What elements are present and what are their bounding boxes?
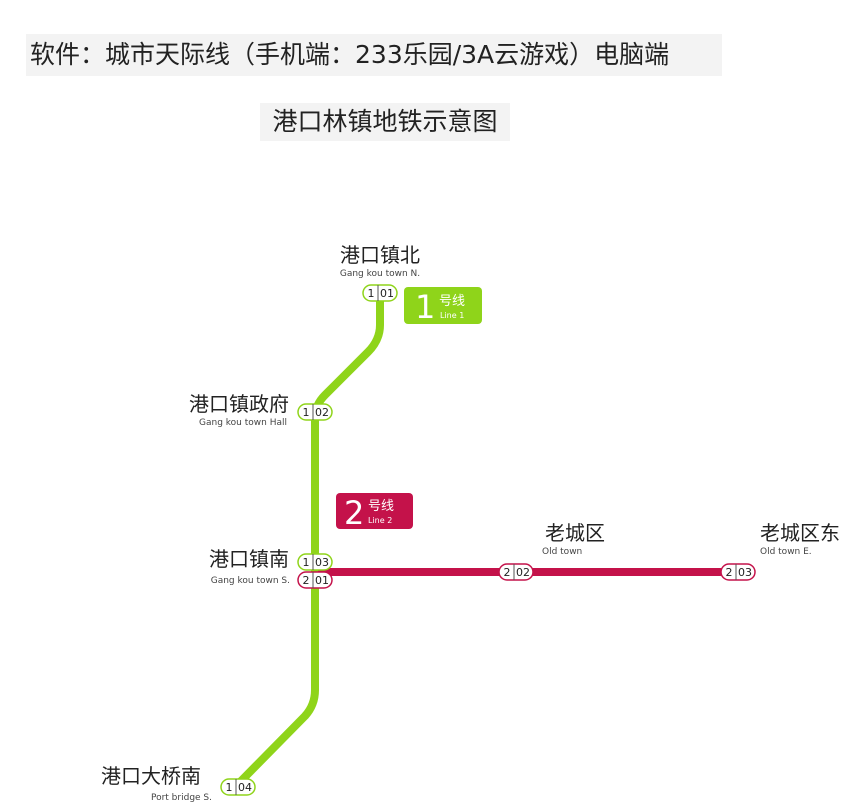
line-2-name-en: Line 2 bbox=[368, 516, 392, 525]
station-code-pill: 1 03 bbox=[297, 553, 333, 571]
station-number: 04 bbox=[238, 781, 252, 794]
line-number: 2 bbox=[303, 574, 310, 587]
line-number: 2 bbox=[504, 566, 511, 579]
station-code-pill: 1 02 bbox=[297, 403, 333, 421]
line-number: 1 bbox=[226, 781, 233, 794]
station-number: 01 bbox=[380, 287, 394, 300]
svg-text:港口镇政府: 港口镇政府 bbox=[189, 392, 289, 416]
station-number: 03 bbox=[738, 566, 752, 579]
map-title: 港口林镇地铁示意图 bbox=[260, 103, 510, 141]
line-2-badge: 2 号线 Line 2 bbox=[336, 493, 413, 532]
svg-text:Port bridge S.: Port bridge S. bbox=[151, 793, 212, 803]
station-code-pill: 1 01 bbox=[362, 284, 398, 302]
station-number: 01 bbox=[315, 574, 329, 587]
station-code-pill: 2 02 bbox=[498, 563, 534, 581]
station-port-bridge-south[interactable]: 港口大桥南 Port bridge S. bbox=[101, 764, 212, 803]
station-code-pill: 2 03 bbox=[720, 563, 756, 581]
station-code-pill: 1 04 bbox=[220, 778, 256, 796]
station-gangkou-hall[interactable]: 港口镇政府 Gang kou town Hall bbox=[189, 392, 289, 428]
svg-text:Old town E.: Old town E. bbox=[760, 547, 812, 557]
svg-text:Gang kou town N.: Gang kou town N. bbox=[340, 269, 420, 279]
line-number: 2 bbox=[726, 566, 733, 579]
station-old-town-east[interactable]: 老城区东 Old town E. bbox=[760, 521, 840, 557]
line-2-number: 2 bbox=[344, 494, 364, 532]
svg-text:Gang kou town Hall: Gang kou town Hall bbox=[199, 418, 287, 428]
station-gangkou-north[interactable]: 港口镇北 Gang kou town N. bbox=[340, 243, 420, 279]
svg-text:老城区: 老城区 bbox=[545, 521, 605, 545]
svg-text:Gang kou town S.: Gang kou town S. bbox=[211, 576, 290, 586]
svg-text:港口镇北: 港口镇北 bbox=[340, 243, 420, 267]
svg-text:Old town: Old town bbox=[542, 547, 582, 557]
svg-text:老城区东: 老城区东 bbox=[760, 521, 840, 545]
line-1-name-en: Line 1 bbox=[440, 311, 464, 320]
line-number: 1 bbox=[303, 406, 310, 419]
station-gangkou-south[interactable]: 港口镇南 Gang kou town S. bbox=[209, 547, 290, 586]
line-1-number: 1 bbox=[415, 288, 435, 326]
station-number: 02 bbox=[516, 566, 530, 579]
software-note-banner: 软件：城市天际线（手机端：233乐园/3A云游戏）电脑端 bbox=[26, 34, 722, 76]
line-1-badge: 1 号线 Line 1 bbox=[404, 287, 482, 326]
svg-text:港口镇南: 港口镇南 bbox=[209, 547, 289, 571]
station-number: 02 bbox=[315, 406, 329, 419]
station-code-pill: 2 01 bbox=[297, 571, 333, 589]
line-number: 1 bbox=[368, 287, 375, 300]
station-old-town[interactable]: 老城区 Old town bbox=[542, 521, 605, 557]
station-number: 03 bbox=[315, 556, 329, 569]
line-1-track bbox=[236, 296, 384, 786]
line-2-name-zh: 号线 bbox=[368, 499, 394, 514]
line-number: 1 bbox=[303, 556, 310, 569]
svg-text:港口大桥南: 港口大桥南 bbox=[101, 764, 201, 788]
line-1-name-zh: 号线 bbox=[439, 294, 465, 309]
